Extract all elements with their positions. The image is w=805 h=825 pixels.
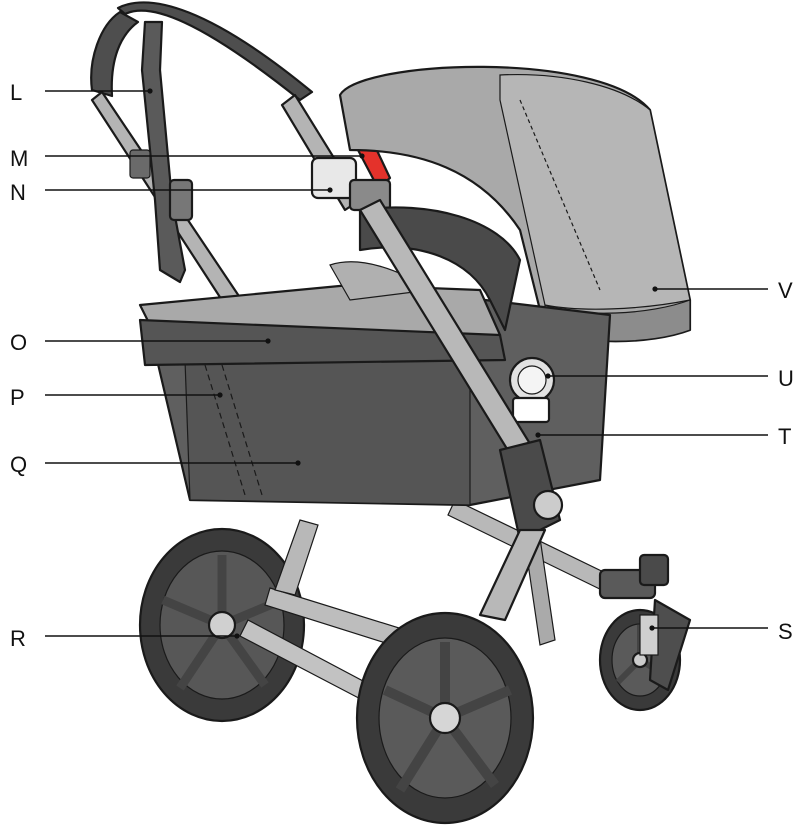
callout-anchor-dot	[649, 625, 654, 630]
callout-anchor-dot	[652, 286, 657, 291]
callout-anchor-dot	[359, 153, 364, 158]
callout-label: V	[778, 278, 793, 303]
rear-right-wheel	[357, 613, 533, 823]
callout-label: L	[10, 80, 22, 105]
callout-label: U	[778, 366, 794, 391]
callout-anchor-dot	[295, 460, 300, 465]
front-wheel	[600, 600, 690, 710]
callout-label: O	[10, 330, 27, 355]
callout-anchor-dot	[545, 373, 550, 378]
callout-l: L	[10, 80, 153, 105]
callout-anchor-dot	[535, 432, 540, 437]
callout-label: S	[778, 619, 793, 644]
callout-anchor-dot	[327, 187, 332, 192]
callout-label: R	[10, 626, 26, 651]
adapter-dial	[510, 358, 554, 422]
callout-anchor-dot	[265, 338, 270, 343]
callout-label: M	[10, 146, 28, 171]
callout-label: N	[10, 180, 26, 205]
callout-label: Q	[10, 452, 27, 477]
callout-anchor-dot	[217, 392, 222, 397]
callout-anchor-dot	[147, 88, 152, 93]
callout-label: P	[10, 385, 25, 410]
stroller-illustration	[91, 2, 690, 823]
callout-label: T	[778, 424, 791, 449]
callout-anchor-dot	[234, 633, 239, 638]
rear-left-wheel	[140, 529, 304, 721]
